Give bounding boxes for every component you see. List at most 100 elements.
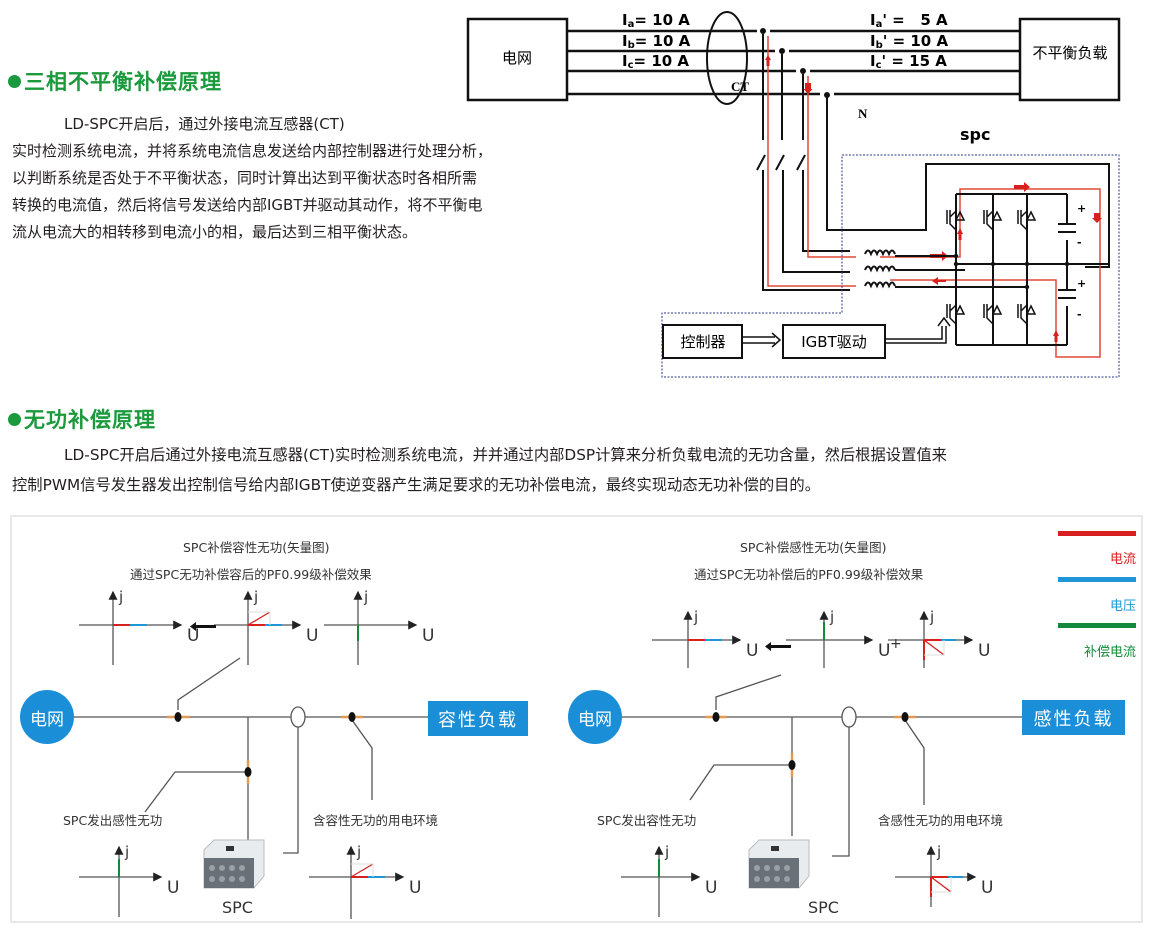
axis-j-label: j xyxy=(125,843,130,861)
axis-j-label: j xyxy=(364,588,369,606)
left-vector-before xyxy=(79,590,183,665)
driver-arrow xyxy=(885,316,951,344)
igbt-driver-box xyxy=(782,324,886,359)
right-panel-subtitle: 通过SPC无功补偿后的PF0.99级补偿效果 xyxy=(694,567,924,582)
igbt-switches xyxy=(946,210,1037,325)
paragraph-line: 控制PWM信号发生器发出控制信号给内部IGBT使逆变器产生满足要求的无功补偿电流… xyxy=(12,476,821,494)
projection-guide xyxy=(924,640,945,656)
flow-arrows xyxy=(765,55,1102,342)
axis-u-label: U xyxy=(306,626,319,646)
paragraph-line: 转换的电流值，然后将信号发送给内部IGBT并驱动其动作，将不平衡电 xyxy=(12,196,483,214)
heading-text: 无功补偿原理 xyxy=(24,408,156,432)
axis-u-label: U xyxy=(878,641,891,661)
axis-u-label: U xyxy=(978,641,991,661)
grid-label: 电网 xyxy=(502,49,532,67)
left-vector-environment xyxy=(309,845,405,919)
right-spc-output-label: SPC发出容性无功 xyxy=(597,813,697,828)
axis-u-label: U xyxy=(187,626,200,646)
axis-j-label: j xyxy=(937,843,942,861)
current-ic-prime: Ic' = 15 A xyxy=(870,52,947,71)
reactive-paragraph: LD-SPC开启后通过外接电流互感器(CT)实时检测系统电流，并并通过内部DSP… xyxy=(12,440,947,500)
axis-u-label: U xyxy=(409,878,422,898)
bullet-icon xyxy=(8,74,21,88)
right-vector-spc-output xyxy=(621,845,701,917)
projection-guide xyxy=(931,877,952,893)
axis-j-label: j xyxy=(254,588,259,606)
ct-rings xyxy=(290,706,857,728)
controller-label: 控制器 xyxy=(680,333,725,351)
right-panel-title: SPC补偿感性无功(矢量图) xyxy=(740,540,887,555)
left-device-label: SPC xyxy=(222,898,253,917)
svg-text:+: + xyxy=(1077,202,1086,215)
legend-compensation-label: 补偿电流 xyxy=(1083,645,1136,660)
ct-label: CT xyxy=(731,79,749,94)
paragraph-line: 流从电流大的相转移到电流小的相，最后达到三相平衡状态。 xyxy=(12,223,418,241)
right-vector-environment xyxy=(895,845,977,907)
junction-dots xyxy=(760,28,830,98)
controller-box xyxy=(662,324,743,359)
svg-text:+: + xyxy=(1077,277,1086,290)
legend-voltage-swatch xyxy=(1058,577,1136,582)
axis-j-label: j xyxy=(357,843,362,861)
paragraph-line: LD-SPC开启后，通过外接电流互感器(CT) xyxy=(64,115,345,133)
axis-j-label: j xyxy=(930,608,935,626)
measurement-points xyxy=(167,712,916,784)
axis-u-label: U xyxy=(422,626,435,646)
projection-guide xyxy=(248,611,271,625)
section-heading-reactive: 无功补偿原理 xyxy=(8,404,156,434)
left-vector-spc-output xyxy=(79,845,163,917)
ct-sensor xyxy=(706,11,748,105)
load-current-labels: Ia' = 5 A Ib' = 10 A Ic' = 15 A xyxy=(870,11,948,71)
axis-u-label: U xyxy=(705,878,718,898)
controller-arrow xyxy=(743,332,782,348)
current-ic: Ic= 10 A xyxy=(622,52,689,71)
spc-label: spc xyxy=(960,125,990,144)
source-current-labels: Ia= 10 A Ib= 10 A Ic= 10 A xyxy=(622,11,691,71)
axis-j-label: j xyxy=(665,843,670,861)
unbalanced-load-box xyxy=(1018,17,1121,102)
grid-box xyxy=(466,17,569,102)
unbalance-circuit-diagram: 电网 不平衡负载 Ia= 10 A Ib= 10 A Ic= 10 A Ia' … xyxy=(466,11,1121,378)
unbalance-paragraph: LD-SPC开启后，通过外接电流互感器(CT) 实时检测系统电流，并将系统电流信… xyxy=(12,111,492,246)
right-vector-mixed xyxy=(786,610,874,668)
right-vector-before xyxy=(652,610,742,668)
left-panel-subtitle: 通过SPC无功补偿容后的PF0.99级补偿效果 xyxy=(130,567,372,582)
resultant-current-vector xyxy=(930,876,952,893)
axis-u-label: U xyxy=(981,878,994,898)
left-spc-device-image xyxy=(203,839,265,889)
resultant-current-vector xyxy=(247,611,271,626)
axis-j-label: j xyxy=(119,588,124,606)
bullet-icon xyxy=(8,412,21,426)
svg-text:-: - xyxy=(1077,308,1082,321)
legend-current-label: 电流 xyxy=(1109,552,1136,567)
left-vector-mixed xyxy=(214,590,302,665)
legend-current-swatch xyxy=(1058,531,1136,536)
plus-sign: + xyxy=(890,636,902,652)
right-vector-after xyxy=(888,610,974,668)
axis-u-label: U xyxy=(746,641,759,661)
current-ib-prime: Ib' = 10 A xyxy=(870,32,948,51)
inductors xyxy=(864,249,1027,289)
legend-voltage-label: 电压 xyxy=(1109,599,1136,614)
single-line-wiring xyxy=(74,657,1022,857)
axis-j-label: j xyxy=(694,608,699,626)
left-panel-title: SPC补偿容性无功(矢量图) xyxy=(183,540,330,555)
left-capacitive-load: 容性负载 xyxy=(428,701,528,736)
right-spc-device-image xyxy=(748,839,810,889)
resultant-current-vector xyxy=(923,639,945,656)
left-vector-after xyxy=(324,590,418,665)
section-heading-unbalance: 三相不平衡补偿原理 xyxy=(8,66,222,96)
current-flow-paths xyxy=(767,36,1101,358)
right-inductive-load: 感性负载 xyxy=(1022,700,1125,735)
axis-j-label: j xyxy=(830,608,835,626)
direction-arrows xyxy=(190,622,791,651)
legend-compensation-swatch xyxy=(1058,623,1136,628)
axis-u-label: U xyxy=(167,878,180,898)
load-label: 不平衡负载 xyxy=(1032,44,1107,62)
svg-text:-: - xyxy=(1077,236,1082,249)
capacitor-polarity: + - + - xyxy=(1077,202,1086,321)
neutral-label: N xyxy=(858,106,868,121)
bridge-nodes xyxy=(953,253,1070,290)
left-grid-node: 电网 xyxy=(20,690,74,744)
phase-drops xyxy=(756,34,1110,291)
